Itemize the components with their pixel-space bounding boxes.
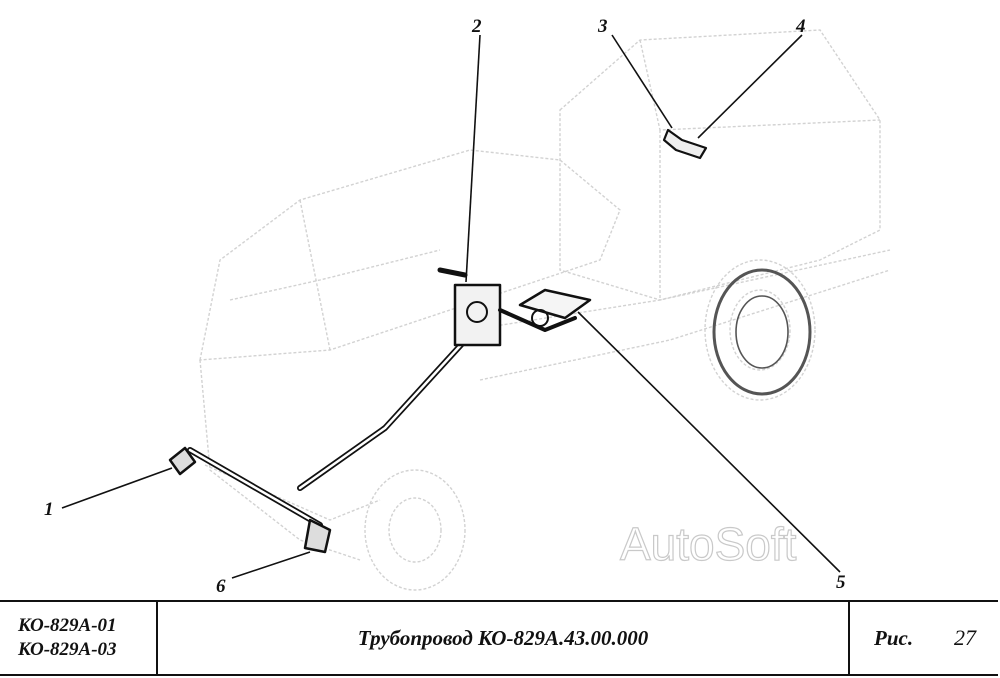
- callout-1: 1: [44, 499, 54, 520]
- model-number: КО-829А-01: [18, 615, 117, 636]
- callout-3: 3: [597, 16, 608, 37]
- watermark: AutoSoft: [620, 518, 797, 570]
- model-numbers: КО-829А-01 КО-829А-03: [0, 602, 158, 674]
- model-number: КО-829А-03: [18, 639, 117, 660]
- figure-label: Рис. 27: [850, 602, 998, 674]
- vehicle-piping-drawing: 1 2 3 4 5 6 AutoSoft: [44, 16, 891, 597]
- callout-5: 5: [836, 572, 846, 593]
- figure-label-text: Рис.: [874, 625, 914, 650]
- rear-wheel: [712, 268, 812, 396]
- callout-2: 2: [471, 16, 482, 37]
- leader-lines: [61, 34, 841, 579]
- truck-ghost-outline: [199, 29, 891, 591]
- pipeline: [168, 128, 708, 554]
- drawing-title: Трубопровод КО-829А.43.00.000: [158, 602, 850, 674]
- title-block: КО-829А-01 КО-829А-03 Трубопровод КО-829…: [0, 600, 998, 676]
- callout-6: 6: [216, 576, 226, 597]
- callout-4: 4: [795, 16, 806, 37]
- figure-number: 27: [954, 625, 976, 650]
